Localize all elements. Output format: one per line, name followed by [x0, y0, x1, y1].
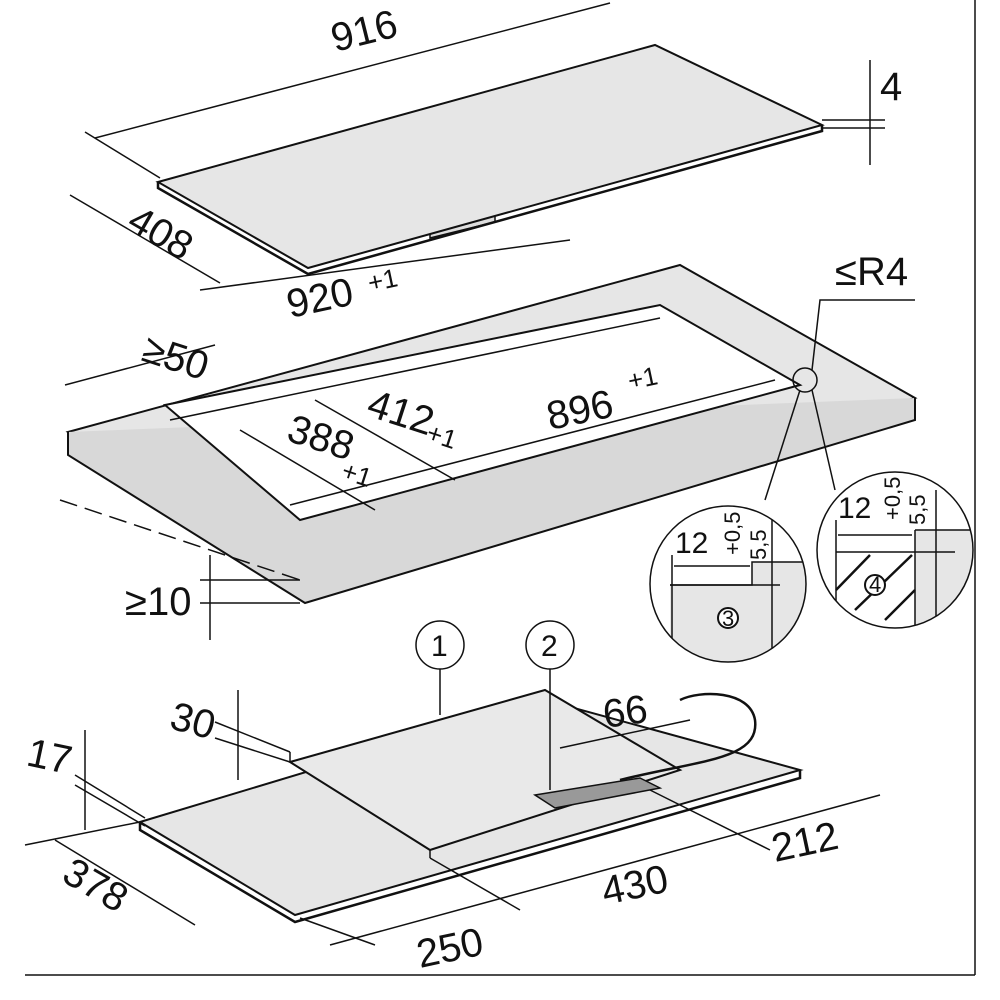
cutout-opening	[162, 303, 803, 522]
hob-edge	[156, 125, 824, 276]
detail-4-number: 4	[869, 572, 881, 597]
detail-3-depth: 5,5	[746, 529, 771, 560]
detail-3-width: 12	[675, 527, 708, 560]
detail-4-depth: 5,5	[905, 494, 930, 525]
detail-3-depth-tol: +0,5	[720, 512, 745, 555]
dim-cutout-width-tol: +1	[625, 360, 660, 396]
detail-4-depth-tol: +0,5	[880, 477, 905, 520]
detail-4-width: 12	[838, 492, 871, 525]
dim-height-30: 30	[166, 694, 220, 748]
dim-underside-depth: 378	[56, 850, 136, 921]
callout-1-label: 1	[431, 630, 448, 663]
dim-hob-depth: 408	[121, 198, 201, 269]
hob-underside-view: 1 2 30 17 66 378 250 430 212	[23, 620, 881, 977]
dim-width-430: 430	[598, 857, 672, 914]
detail-4: 12 +0,5 5,5 4	[816, 471, 974, 629]
power-cable	[619, 692, 757, 782]
detail-3: 12 +0,5 5,5 3	[649, 505, 807, 663]
dim-height-17: 17	[23, 731, 76, 783]
dim-hob-width: 916	[327, 2, 402, 61]
dim-hob-overall-width-tol: +1	[365, 262, 400, 298]
dim-front-offset: 250	[413, 920, 487, 977]
hob-glass	[155, 43, 825, 270]
hob-top-view: 916 4 408 920 +1	[69, 2, 902, 327]
connection-box	[532, 777, 663, 809]
callout-2-label: 2	[541, 630, 558, 663]
dim-corner-radius: ≤R4	[835, 250, 908, 294]
dim-min-worktop-thickness: ≥10	[125, 580, 191, 624]
worktop-cutout: ≤R4 ≥50 412 +1 896 +1 388 +1 ≥10	[59, 250, 918, 640]
dim-cable-offset: 66	[600, 687, 650, 737]
dim-min-edge-distance: ≥50	[137, 327, 214, 389]
dim-hob-overall-width: 920	[283, 270, 357, 327]
detail-3-number: 3	[722, 606, 734, 631]
dim-hob-thickness: 4	[880, 65, 902, 109]
corner-detail-marker	[792, 367, 818, 393]
